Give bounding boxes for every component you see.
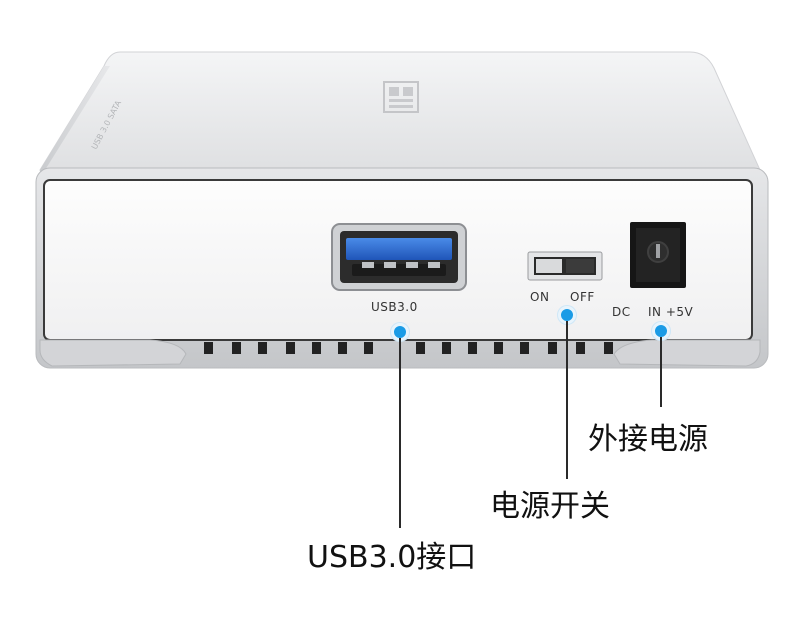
dc-label: DC <box>612 305 631 319</box>
usb-callout-line <box>399 338 401 528</box>
usb3-port[interactable] <box>331 223 467 291</box>
enclosure-left-side <box>40 66 110 178</box>
right-foot <box>613 339 761 367</box>
power-switch-callout: 电源开关 <box>490 489 610 524</box>
usb-port-callout: USB3.0接口 <box>307 540 477 575</box>
power-switch[interactable] <box>527 251 603 281</box>
switch-callout-line <box>566 321 568 479</box>
switch-off-label: OFF <box>570 290 595 304</box>
dc-power-callout: 外接电源 <box>588 422 708 457</box>
left-foot <box>39 339 187 367</box>
dc-power-jack[interactable] <box>630 222 686 288</box>
dc-in-label: IN +5V <box>648 305 694 319</box>
brand-logo-emblem <box>383 81 419 113</box>
power-callout-line <box>660 337 662 407</box>
usb-port-label: USB3.0 <box>371 300 418 314</box>
ventilation-slots <box>204 342 613 354</box>
switch-on-label: ON <box>530 290 550 304</box>
